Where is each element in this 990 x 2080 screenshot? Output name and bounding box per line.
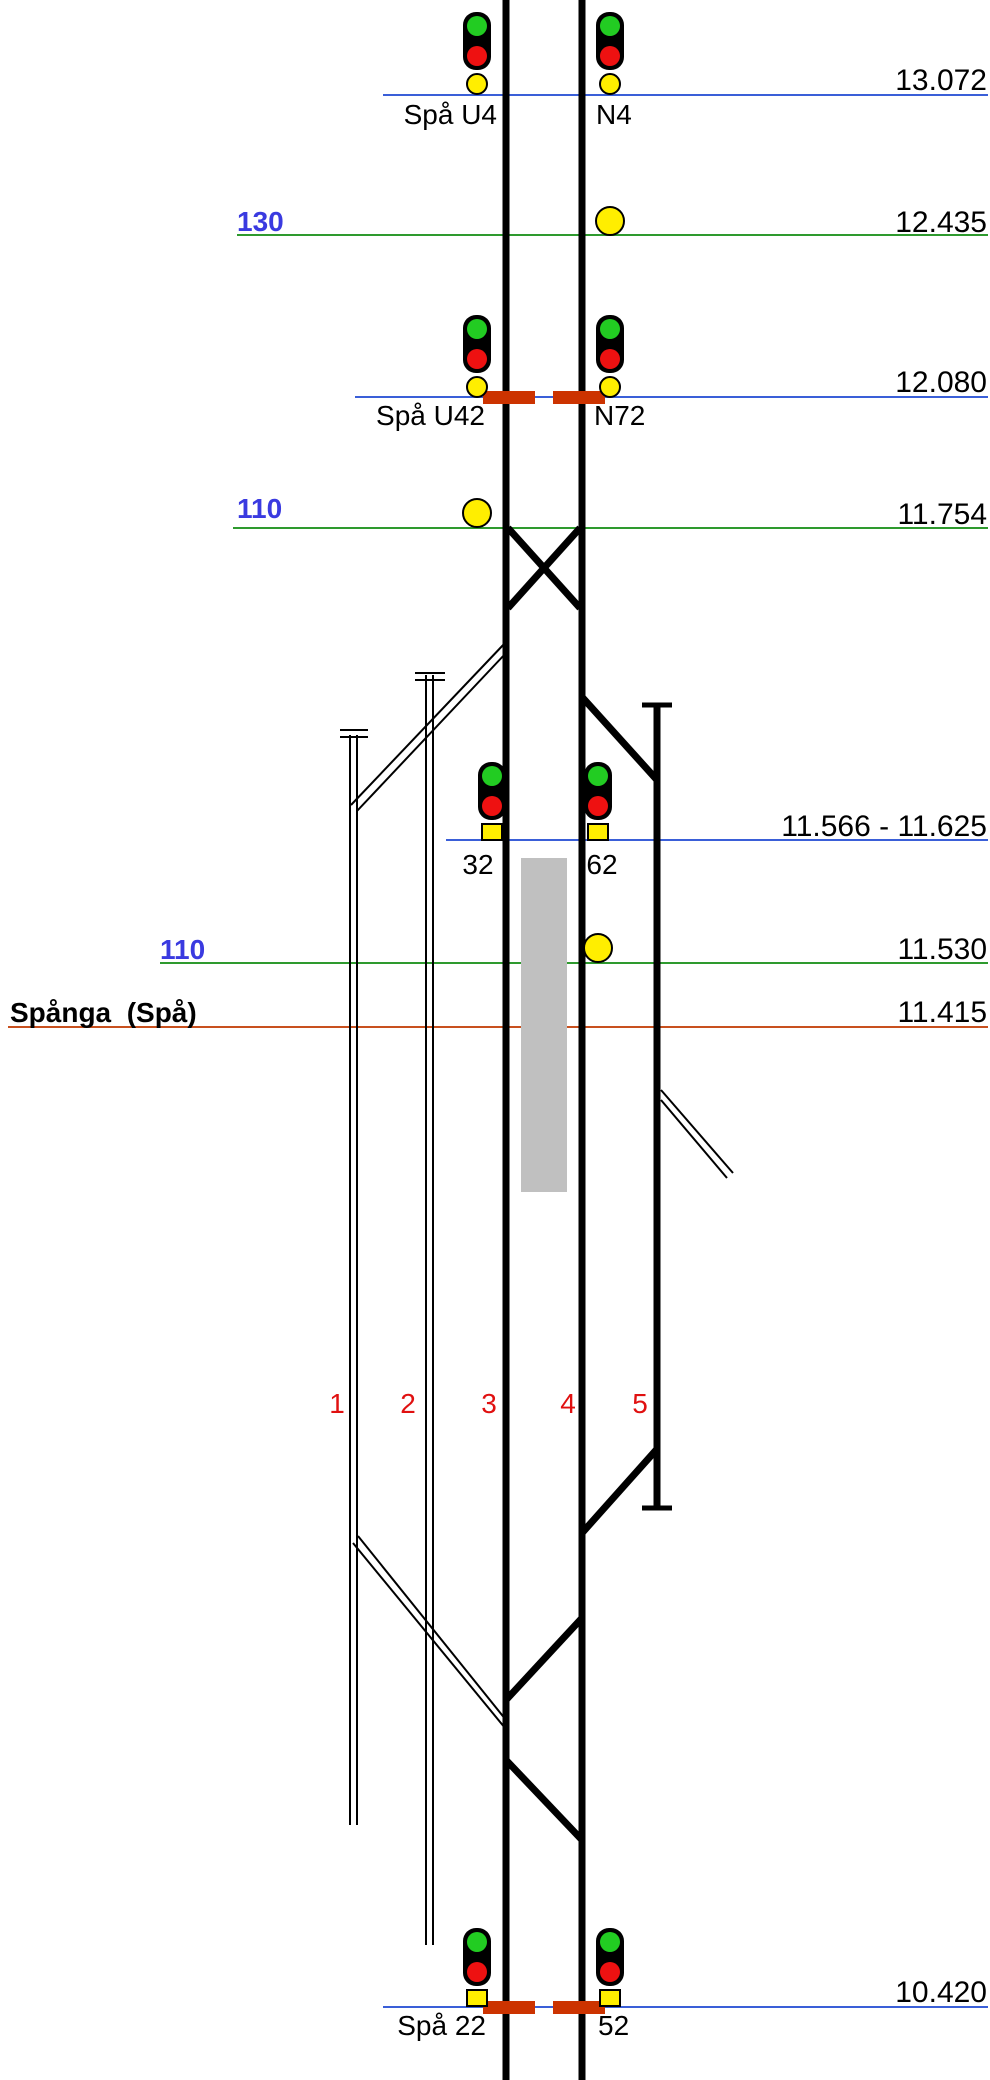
signal-label: 62 [586, 849, 617, 880]
track-number: 1 [329, 1388, 345, 1419]
signal-32 [478, 762, 506, 841]
kilometre-labels: 13.072 12.435 12.080 11.754 11.566 - 11.… [781, 64, 987, 2009]
signal-n72 [596, 315, 624, 398]
km-label: 13.072 [895, 64, 987, 97]
signal-spa-22 [463, 1928, 491, 2007]
signal-52 [596, 1928, 624, 2007]
side-tracks [340, 642, 734, 1945]
track-number: 2 [400, 1388, 416, 1419]
signal-n4 [596, 12, 624, 95]
signal-labels: Spå U4 N4 Spå U42 N72 32 62 Spå 22 52 [376, 99, 645, 2041]
signal-62 [584, 762, 612, 841]
distant-signal [583, 933, 613, 963]
speed-sign: 130 [237, 206, 284, 237]
signal-label: 32 [462, 849, 493, 880]
signal-label: Spå U4 [404, 99, 497, 130]
signal-label: Spå U42 [376, 400, 485, 431]
km-label: 11.530 [897, 933, 987, 966]
signal-label: N4 [596, 99, 632, 130]
kilometre-lines [8, 94, 988, 2008]
track-number: 5 [632, 1388, 648, 1419]
signal-label: N72 [594, 400, 645, 431]
km-label: 11.566 - 11.625 [781, 810, 987, 843]
signal-label: Spå 22 [397, 2010, 486, 2041]
distant-signal [595, 206, 625, 236]
insulated-joints [483, 391, 605, 2014]
station-name: Spånga (Spå) [10, 997, 197, 1028]
km-label: 11.415 [897, 996, 987, 1029]
signal-spa-u42 [463, 315, 491, 398]
km-label: 10.420 [895, 1976, 987, 2009]
track-number: 4 [560, 1388, 576, 1419]
distant-signal [462, 498, 492, 528]
km-label: 12.435 [895, 206, 987, 239]
speed-signs: 130 110 110 [160, 206, 284, 965]
platform [521, 858, 567, 1192]
signal-label: 52 [598, 2010, 629, 2041]
km-label: 12.080 [895, 366, 987, 399]
speed-sign: 110 [160, 934, 205, 965]
track-number: 3 [481, 1388, 497, 1419]
km-label: 11.754 [897, 498, 987, 531]
signals [462, 12, 625, 2007]
main-tracks [502, 0, 672, 2080]
track-numbers: 1 2 3 4 5 [329, 1388, 648, 1419]
signal-spa-u4 [463, 12, 491, 95]
speed-sign: 110 [237, 493, 282, 524]
